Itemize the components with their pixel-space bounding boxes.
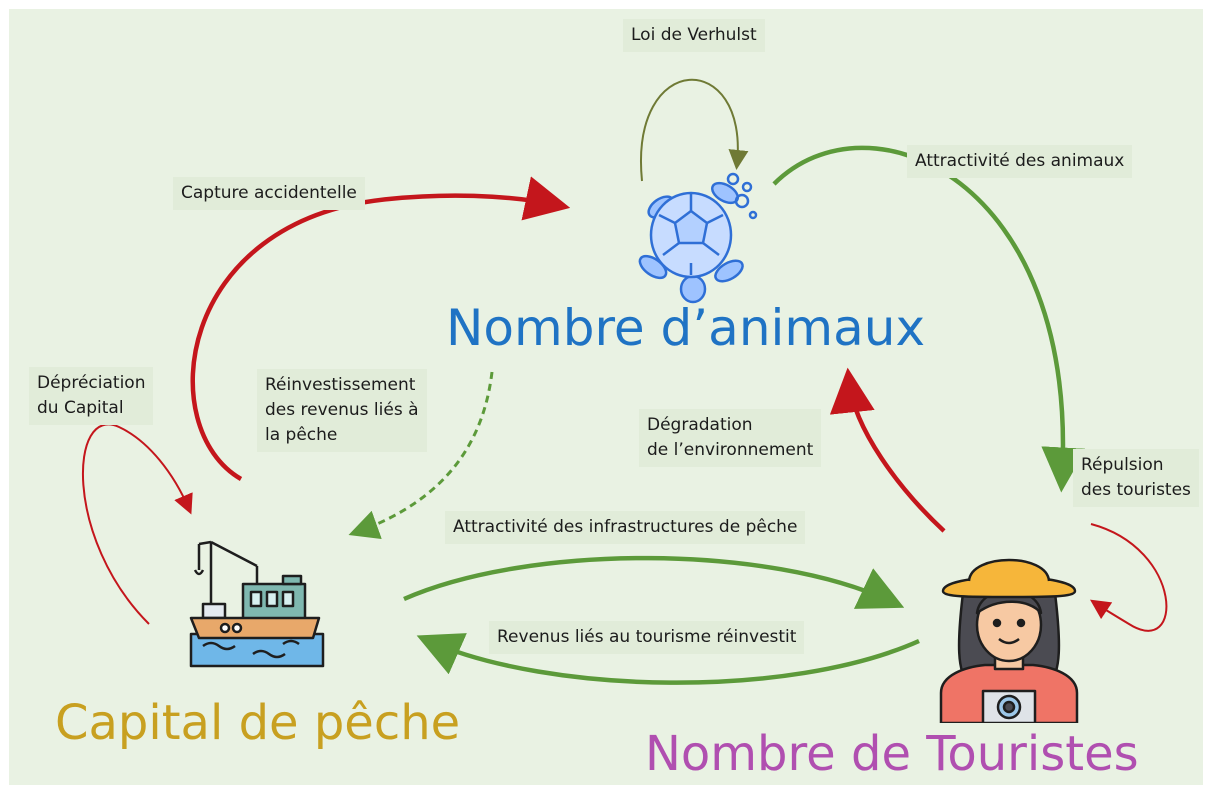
degradation-label: Dégradation de l’environnement <box>639 409 822 467</box>
tourism-revenue-label: Revenus liés au tourisme réinvestit <box>489 621 805 654</box>
animal-attractivity-label: Attractivité des animaux <box>907 145 1133 178</box>
repulsion-label: Répulsion des touristes <box>1073 449 1199 507</box>
depreciation-loop-arrow <box>81 423 193 625</box>
depreciation-label: Dépréciation du Capital <box>29 367 154 425</box>
reinvestment-arrow <box>348 371 494 540</box>
arrows-layer <box>81 78 1168 685</box>
capture-label: Capture accidentelle <box>173 177 365 210</box>
tourist-with-camera-icon <box>939 558 1079 723</box>
infra-attractivity-arrow <box>403 555 905 609</box>
capital-title: Capital de pêche <box>55 695 461 751</box>
tourists-title: Nombre de Touristes <box>645 726 1139 782</box>
infra-attractivity-label: Attractivité des infrastructures de pêch… <box>445 511 806 544</box>
capture-arrow <box>190 176 571 481</box>
tourism-revenue-arrow <box>416 633 920 685</box>
sea-turtle-icon <box>638 172 758 304</box>
verhulst-loop-arrow <box>640 78 749 182</box>
animals-title: Nombre d’animaux <box>446 299 926 357</box>
diagram-canvas: Nombre d’animaux Capital de pêche Nombre… <box>9 9 1203 785</box>
verhulst-label: Loi de Verhulst <box>623 19 765 52</box>
fishing-boat-icon <box>189 540 325 668</box>
animal-attractivity-arrow <box>772 145 1087 493</box>
reinvestment-label: Réinvestissement des revenus liés à la p… <box>257 369 427 452</box>
degradation-arrow <box>829 367 946 533</box>
repulsion-loop-arrow <box>1090 523 1168 632</box>
